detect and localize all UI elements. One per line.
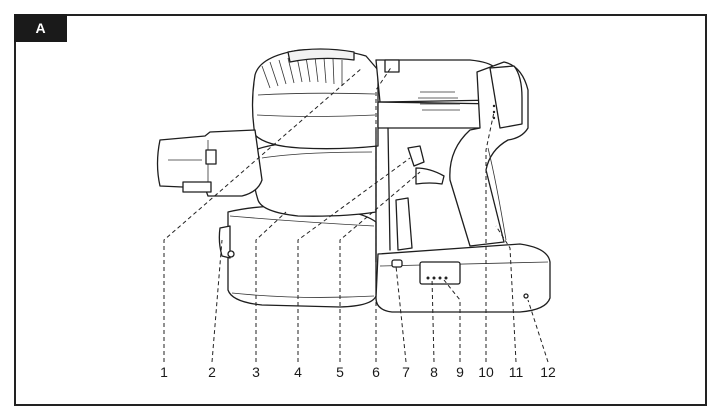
callout-8: 8 <box>430 364 438 380</box>
panel-label: A <box>14 14 67 42</box>
cyclone-body <box>251 48 379 217</box>
callout-2: 2 <box>208 364 216 380</box>
vent-grille <box>418 91 460 111</box>
motor-housing <box>375 59 501 129</box>
callout-9: 9 <box>456 364 464 380</box>
side-release-button <box>218 225 235 259</box>
handle <box>449 61 529 247</box>
callout-5: 5 <box>336 364 344 380</box>
callout-numbers: 1 2 3 4 5 6 7 8 9 10 11 12 <box>160 364 556 380</box>
callout-11: 11 <box>509 364 524 380</box>
callout-4: 4 <box>294 364 302 380</box>
trigger <box>407 145 445 185</box>
callout-3: 3 <box>252 364 260 380</box>
center-post <box>375 127 413 263</box>
figure-frame <box>14 14 707 406</box>
leader-lines <box>163 65 549 363</box>
callout-1: 1 <box>160 364 168 380</box>
callout-12: 12 <box>540 364 556 380</box>
callout-10: 10 <box>478 364 494 380</box>
callout-7: 7 <box>402 364 410 380</box>
dust-bin <box>227 204 377 308</box>
battery-pack <box>375 243 551 313</box>
nozzle-inlet <box>156 129 263 197</box>
callout-6: 6 <box>372 364 380 380</box>
